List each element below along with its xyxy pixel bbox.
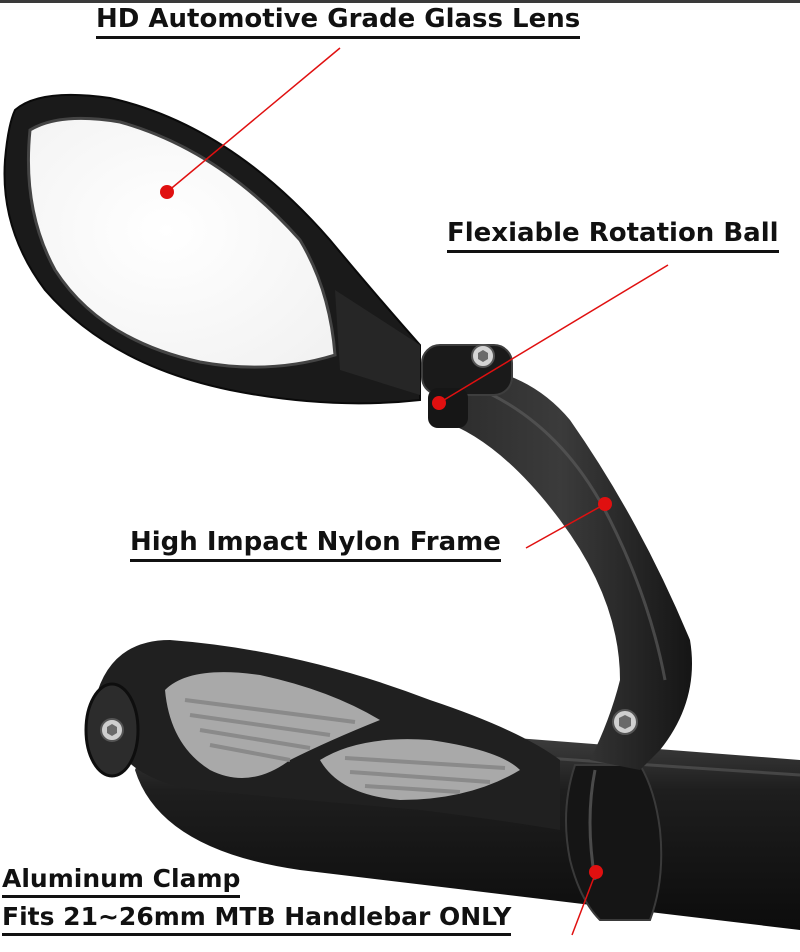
callout-lens-label: HD Automotive Grade Glass Lens <box>96 6 581 39</box>
callout-frame-label: High Impact Nylon Frame <box>130 529 501 562</box>
hex-bolt-icon <box>471 344 495 368</box>
top-border <box>0 0 800 3</box>
hex-bolt-icon <box>612 709 638 735</box>
hex-bolt-icon <box>100 718 124 742</box>
mirror-head <box>3 93 421 405</box>
glass-lens <box>26 116 337 369</box>
callout-markers <box>160 185 612 879</box>
marker-dot-clamp <box>589 865 603 879</box>
grip <box>84 640 560 830</box>
aluminum-clamp <box>565 764 663 921</box>
callout-clamp-label: Aluminum Clamp <box>2 866 241 898</box>
nylon-frame-arm <box>430 364 692 770</box>
callout-lines <box>166 47 669 936</box>
callout-ball-label: Flexiable Rotation Ball <box>447 220 779 253</box>
marker-dot-lens <box>160 185 174 199</box>
marker-dot-frame <box>598 497 612 511</box>
marker-dot-ball <box>432 396 446 410</box>
callout-fits-label: Fits 21~26mm MTB Handlebar ONLY <box>2 904 512 936</box>
